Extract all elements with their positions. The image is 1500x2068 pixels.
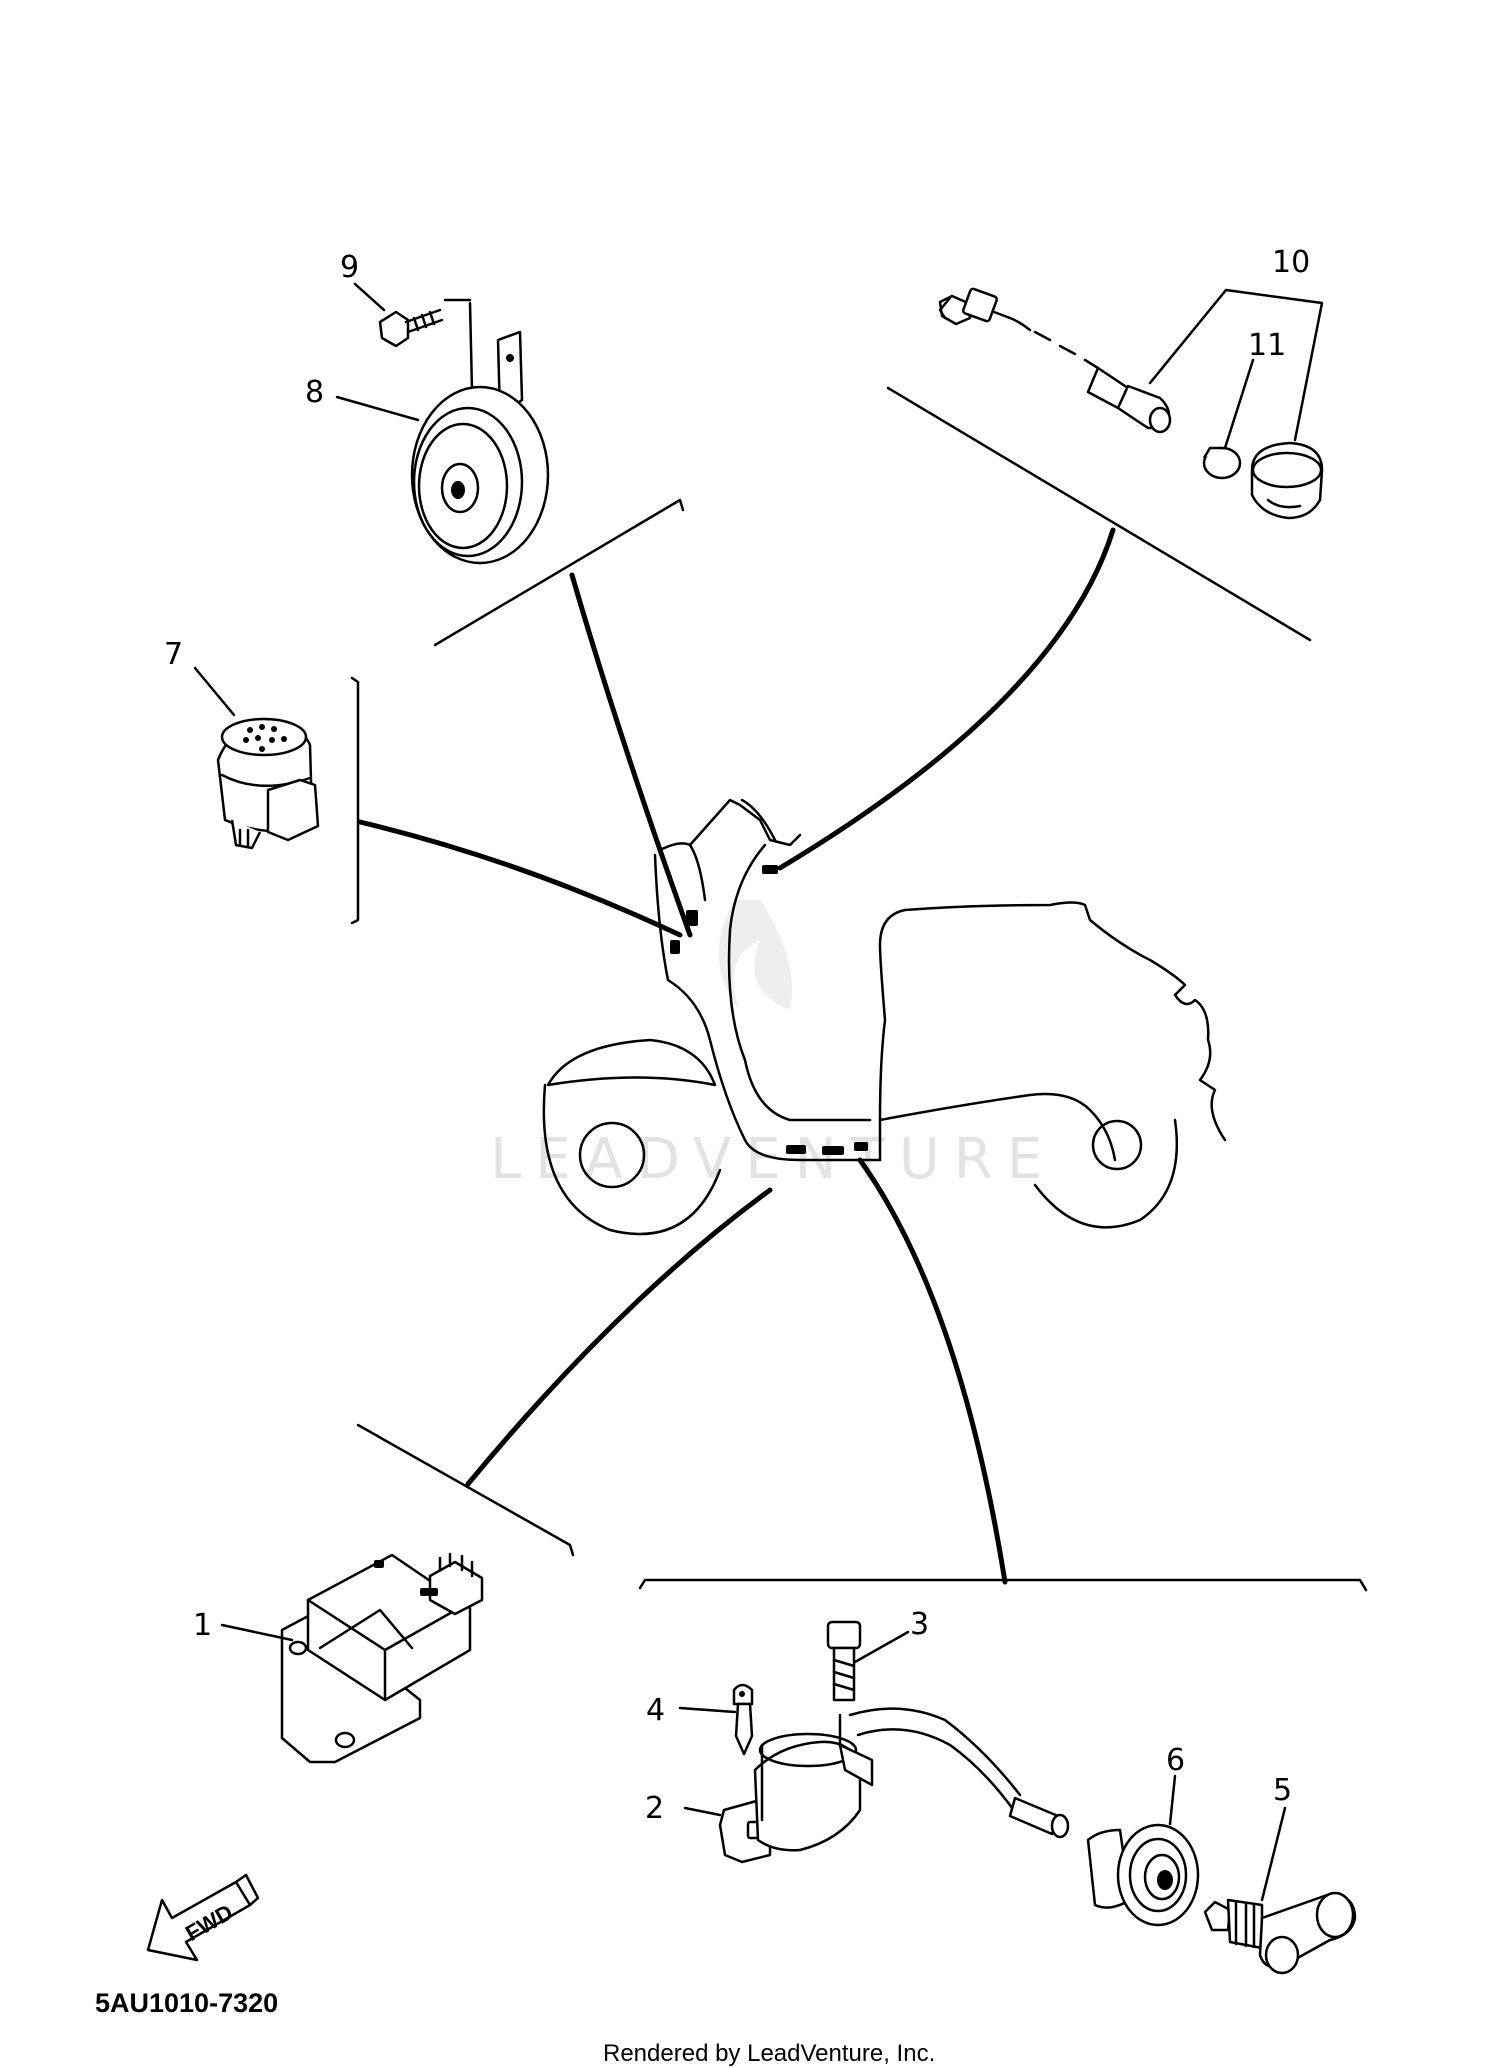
diagram-code: 5AU1010-7320: [95, 1988, 278, 2018]
callouts: 1 2 3 4 5 6 7 8 9 10 11: [164, 245, 1310, 1826]
part-5-plug-cap[interactable]: [1203, 1891, 1357, 1975]
watermark: LEADVENTURE: [490, 900, 1056, 1192]
callout-6: 6: [1166, 1743, 1185, 1778]
part-3-screw[interactable]: [826, 1620, 862, 1702]
part-8-horn[interactable]: [410, 298, 550, 565]
scooter-outline: [542, 798, 1227, 1236]
callout-9: 9: [340, 250, 359, 285]
callout-4: 4: [646, 1693, 665, 1728]
callout-2: 2: [645, 1791, 664, 1826]
part-1-unit[interactable]: [280, 1552, 484, 1764]
callout-7: 7: [164, 637, 183, 672]
callout-10: 10: [1272, 245, 1310, 280]
watermark-text: LEADVENTURE: [490, 1127, 1056, 1192]
fwd-arrow: FWD: [146, 1873, 260, 1962]
callout-8: 8: [305, 375, 324, 410]
part-2-ignition-coil[interactable]: [718, 1707, 1070, 1864]
credit-text: Rendered by LeadVenture, Inc.: [603, 2040, 935, 2067]
part-6-cap[interactable]: [1086, 1823, 1200, 1927]
part-7-relay[interactable]: [216, 717, 320, 850]
callout-leaders: [193, 282, 1324, 1902]
callout-1: 1: [193, 1608, 212, 1643]
leader-lines: [350, 386, 1368, 1592]
part-4-fastener[interactable]: [732, 1683, 754, 1756]
callout-11: 11: [1248, 328, 1286, 363]
callout-5: 5: [1273, 1773, 1292, 1808]
part-10-lens[interactable]: [1250, 441, 1324, 520]
part-9-bolt[interactable]: [378, 308, 444, 348]
part-10-indicator-assembly[interactable]: [938, 287, 1172, 434]
callout-3: 3: [910, 1607, 929, 1642]
part-11-bulb[interactable]: [1202, 446, 1242, 480]
